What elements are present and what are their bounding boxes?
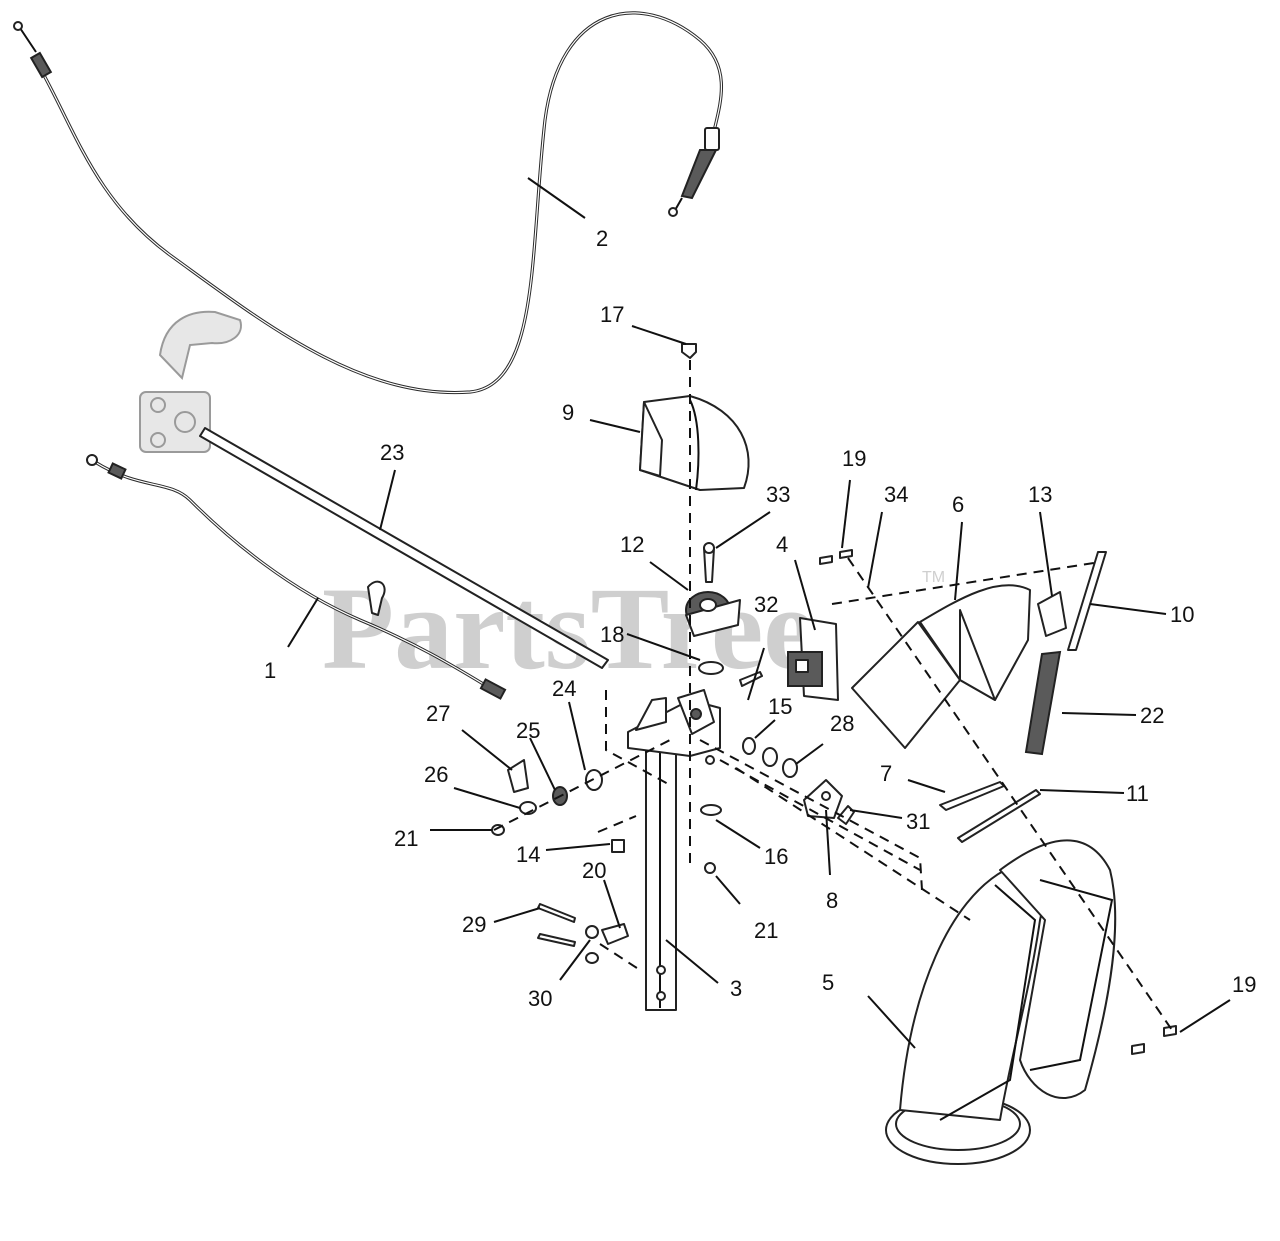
callout-4: 4 — [776, 532, 788, 557]
callout-34: 34 — [884, 482, 908, 507]
callout-15: 15 — [768, 694, 792, 719]
callout-labels: 1 2 3 4 5 6 7 8 9 10 11 12 13 14 15 16 1… — [264, 226, 1256, 1011]
callout-9: 9 — [562, 400, 574, 425]
callout-1: 1 — [264, 658, 276, 683]
callout-28: 28 — [830, 711, 854, 736]
deflector-6 — [851, 584, 1031, 749]
callout-2: 2 — [596, 226, 608, 251]
watermark-text: PartsTree — [322, 563, 816, 694]
cover-9 — [639, 395, 750, 491]
callout-33: 33 — [766, 482, 790, 507]
callout-14: 14 — [516, 842, 540, 867]
callout-18: 18 — [600, 622, 624, 647]
callout-10: 10 — [1170, 602, 1194, 627]
callout-19-top: 19 — [842, 446, 866, 471]
callout-17: 17 — [600, 302, 624, 327]
callout-27: 27 — [426, 701, 450, 726]
callout-21-left: 21 — [394, 826, 418, 851]
callout-30: 30 — [528, 986, 552, 1011]
bracket-13 — [1037, 591, 1067, 637]
callout-25: 25 — [516, 718, 540, 743]
leader-lines — [287, 177, 1231, 1049]
callout-19-bottom: 19 — [1232, 972, 1256, 997]
callout-29: 29 — [462, 912, 486, 937]
assembly-lines — [493, 360, 1173, 1031]
callout-12: 12 — [620, 532, 644, 557]
rod-23 — [199, 427, 609, 669]
spring-22 — [1024, 650, 1062, 756]
chute-5 — [885, 839, 1117, 1165]
callout-26: 26 — [424, 762, 448, 787]
callout-3: 3 — [730, 976, 742, 1001]
gear-12 — [685, 591, 741, 637]
callout-20: 20 — [582, 858, 606, 883]
callout-23: 23 — [380, 440, 404, 465]
callout-13: 13 — [1028, 482, 1052, 507]
callout-5: 5 — [822, 970, 834, 995]
cable-1 — [86, 454, 507, 700]
callout-24: 24 — [552, 676, 576, 701]
callout-6: 6 — [952, 492, 964, 517]
rod-10 — [1067, 551, 1107, 651]
callout-22: 22 — [1140, 703, 1164, 728]
callout-7: 7 — [880, 761, 892, 786]
cable-2 — [13, 11, 724, 395]
callout-32: 32 — [754, 592, 778, 617]
callout-16: 16 — [764, 844, 788, 869]
callout-21-right: 21 — [754, 918, 778, 943]
small-parts — [491, 343, 1177, 1055]
control-handle-assembly — [139, 310, 242, 453]
watermark-trademark: TM — [922, 569, 945, 586]
bracket-4 — [787, 617, 839, 701]
callout-8: 8 — [826, 888, 838, 913]
callout-11: 11 — [1126, 781, 1149, 806]
bracket-3 — [627, 689, 721, 1011]
callout-31: 31 — [906, 809, 930, 834]
